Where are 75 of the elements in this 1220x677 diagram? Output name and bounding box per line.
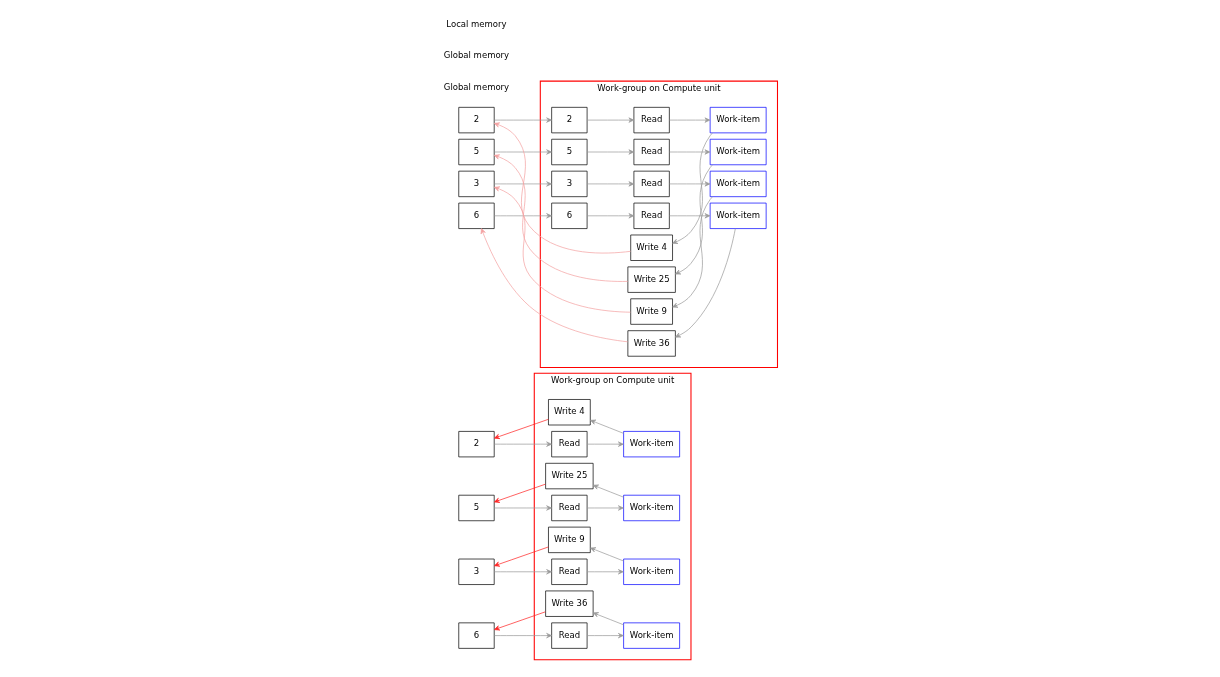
label: Global memory <box>443 50 509 61</box>
node-box: 2 <box>457 107 495 134</box>
arrow <box>586 149 634 155</box>
arrow <box>586 505 624 511</box>
arrow <box>586 569 624 575</box>
node-box: 3 <box>457 558 495 585</box>
node-box: Read <box>550 494 587 522</box>
node-box: Read <box>550 431 587 458</box>
arrow <box>493 213 552 219</box>
node-box: 3 <box>457 170 495 198</box>
arrow <box>671 132 713 244</box>
node-box: Read <box>550 622 587 649</box>
arrow <box>493 181 552 187</box>
arrow <box>493 154 628 282</box>
arrow <box>668 213 710 219</box>
arrow <box>493 505 552 511</box>
arrow <box>493 186 631 313</box>
node-box: Work-item <box>709 202 766 229</box>
node-box: Read <box>633 107 670 134</box>
node-box: Write 36 <box>627 330 676 357</box>
node-box: 6 <box>457 202 495 229</box>
arrow <box>586 441 624 447</box>
node-box: Work-item <box>622 431 680 458</box>
node-box: 5 <box>550 138 587 166</box>
label: Local memory <box>445 18 507 29</box>
node-box: Work-item <box>709 170 766 198</box>
arrow <box>493 149 552 155</box>
node-box: Write 9 <box>629 298 673 325</box>
arrow <box>493 483 546 503</box>
node-box: Write 36 <box>544 590 593 617</box>
arrow <box>493 122 631 254</box>
arrow <box>668 181 710 187</box>
arrow <box>493 611 546 631</box>
node-box: 2 <box>457 431 495 458</box>
arrow <box>589 419 624 434</box>
node-box: Work-item <box>622 558 680 585</box>
node-box: Read <box>633 170 670 198</box>
arrow <box>586 633 624 639</box>
arrow <box>493 441 552 447</box>
arrow <box>674 164 713 275</box>
arrow <box>493 546 549 567</box>
arrow <box>674 228 736 338</box>
arrow <box>592 612 624 626</box>
arrow <box>668 149 710 155</box>
node-box: Work-item <box>709 107 766 134</box>
arrow <box>493 633 552 639</box>
node-box: Write 25 <box>544 462 593 490</box>
node-box: 6 <box>457 622 495 649</box>
node-box: Write 4 <box>629 234 673 261</box>
arrow <box>493 117 552 123</box>
label: Global memory <box>443 82 509 93</box>
node-box: Read <box>550 558 587 585</box>
arrow <box>671 196 713 308</box>
arrow <box>586 117 634 123</box>
arrow <box>493 419 549 439</box>
node-box: Write 25 <box>627 266 676 293</box>
arrow <box>589 547 624 562</box>
node-box: Write 9 <box>547 526 591 553</box>
arrow <box>480 228 628 343</box>
node-box: Write 4 <box>547 399 591 426</box>
node-box: Work-item <box>622 494 680 522</box>
node-box: Read <box>633 202 670 229</box>
arrow <box>592 484 624 498</box>
node-box: Work-item <box>709 138 766 166</box>
node-box: 6 <box>550 202 587 229</box>
node-box: 5 <box>457 494 495 522</box>
node-box: 3 <box>550 170 587 198</box>
arrow <box>668 117 710 123</box>
node-box: Work-item <box>622 622 680 649</box>
arrow <box>586 213 634 219</box>
node-box: 2 <box>550 107 587 134</box>
arrow <box>586 181 634 187</box>
node-box: 5 <box>457 138 495 166</box>
node-box: Read <box>633 138 670 166</box>
arrow <box>493 569 552 575</box>
